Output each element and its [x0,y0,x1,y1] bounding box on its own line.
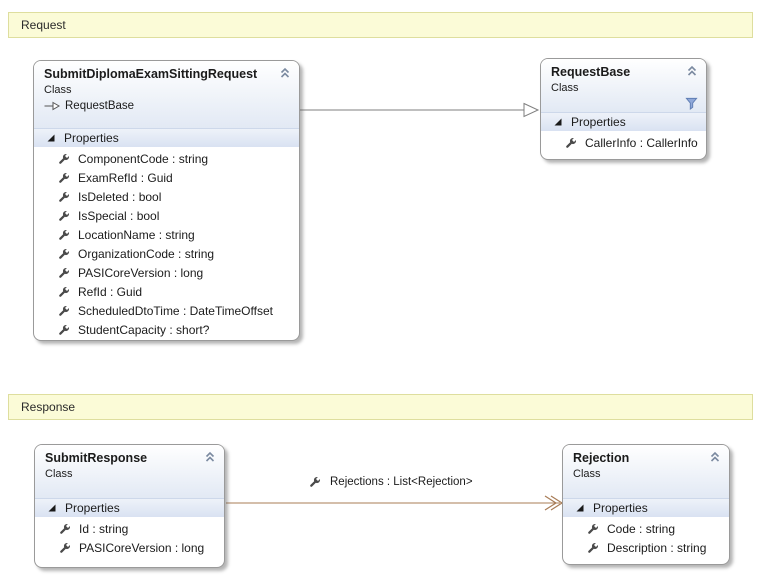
expander-triangle-icon[interactable] [47,503,57,513]
property-list: Id : string PASICoreVersion : long [35,517,224,557]
properties-section-header[interactable]: Properties [541,112,706,131]
property-label: PASICoreVersion : long [79,540,205,555]
expander-triangle-icon[interactable] [575,503,585,513]
property-row[interactable]: Id : string [35,519,224,538]
property-wrench-icon [57,322,71,337]
property-label: Id : string [79,521,129,536]
banner-label: Response [21,400,76,414]
class-header: SubmitResponse Class [35,445,224,498]
property-row[interactable]: PASICoreVersion : long [34,263,299,282]
property-label: Code : string [607,521,676,536]
property-row[interactable]: CallerInfo : CallerInfo [541,133,706,152]
property-wrench-icon [564,135,578,150]
section-label: Properties [593,501,648,515]
class-header: SubmitDiplomaExamSittingRequest Class Re… [34,61,299,128]
property-row[interactable]: Description : string [563,538,729,557]
class-box-submit-response[interactable]: SubmitResponse Class Properties Id : str… [34,444,225,568]
base-type-row[interactable]: RequestBase [44,100,289,112]
property-list: CallerInfo : CallerInfo [541,131,706,152]
property-label: ComponentCode : string [78,151,209,166]
property-list: Code : string Description : string [563,517,729,557]
section-label: Properties [64,131,119,145]
properties-section-header[interactable]: Properties [34,128,299,147]
property-wrench-icon [57,284,71,299]
class-box-submit-diploma-exam-sitting-request[interactable]: SubmitDiplomaExamSittingRequest Class Re… [33,60,300,341]
association-label-text: Rejections : List<Rejection> [330,476,473,488]
property-row[interactable]: ScheduledDtoTime : DateTimeOffset [34,301,299,320]
property-row[interactable]: OrganizationCode : string [34,244,299,263]
property-row[interactable]: PASICoreVersion : long [35,538,224,557]
class-title: SubmitResponse [45,451,148,465]
class-kind-label: Class [551,82,579,94]
filter-funnel-icon[interactable] [685,97,698,110]
class-header: Rejection Class [563,445,729,498]
property-wrench-icon [57,246,71,261]
class-title: SubmitDiplomaExamSittingRequest [44,67,258,81]
property-row[interactable]: ExamRefId : Guid [34,168,299,187]
property-row[interactable]: IsSpecial : bool [34,206,299,225]
property-list: ComponentCode : string ExamRefId : Guid … [34,147,299,339]
association-label[interactable]: Rejections : List<Rejection> [306,475,475,489]
property-label: CallerInfo : CallerInfo [585,135,698,150]
class-title: Rejection [573,451,630,465]
property-row[interactable]: LocationName : string [34,225,299,244]
property-label: ScheduledDtoTime : DateTimeOffset [78,303,273,318]
property-row[interactable]: RefId : Guid [34,282,299,301]
class-kind-label: Class [45,468,73,480]
property-row[interactable]: Code : string [563,519,729,538]
base-arrow-icon [44,101,60,111]
property-wrench-icon [57,208,71,223]
association-wrench-icon [308,475,322,489]
property-wrench-icon [586,540,600,555]
property-label: RefId : Guid [78,284,143,299]
collapse-chevron-icon[interactable] [709,451,721,463]
property-label: ExamRefId : Guid [78,170,173,185]
base-type-label: RequestBase [65,100,135,112]
class-kind-label: Class [44,84,72,96]
class-box-request-base[interactable]: RequestBase Class Properties CallerInfo … [540,58,707,160]
class-box-rejection[interactable]: Rejection Class Properties Code : string… [562,444,730,565]
expander-triangle-icon[interactable] [553,117,563,127]
request-comment-banner[interactable]: Request [8,12,753,38]
inheritance-connector [300,102,540,118]
property-label: StudentCapacity : short? [78,322,210,337]
expander-triangle-icon[interactable] [46,133,56,143]
property-wrench-icon [58,540,72,555]
property-label: IsSpecial : bool [78,208,160,223]
property-label: OrganizationCode : string [78,246,215,261]
collapse-chevron-icon[interactable] [279,67,291,79]
properties-section-header[interactable]: Properties [563,498,729,517]
property-wrench-icon [58,521,72,536]
property-label: LocationName : string [78,227,195,242]
property-wrench-icon [57,170,71,185]
property-wrench-icon [57,151,71,166]
property-wrench-icon [57,227,71,242]
property-row[interactable]: IsDeleted : bool [34,187,299,206]
association-connector [226,495,564,511]
collapse-chevron-icon[interactable] [204,451,216,463]
property-wrench-icon [57,189,71,204]
properties-section-header[interactable]: Properties [35,498,224,517]
class-header: RequestBase Class [541,59,706,112]
section-label: Properties [65,501,120,515]
property-wrench-icon [57,303,71,318]
property-label: IsDeleted : bool [78,189,162,204]
class-title: RequestBase [551,65,631,79]
property-label: PASICoreVersion : long [78,265,204,280]
property-row[interactable]: ComponentCode : string [34,149,299,168]
property-row[interactable]: StudentCapacity : short? [34,320,299,339]
property-wrench-icon [57,265,71,280]
banner-label: Request [21,18,66,32]
class-kind-label: Class [573,468,601,480]
property-wrench-icon [586,521,600,536]
section-label: Properties [571,115,626,129]
property-label: Description : string [607,540,707,555]
response-comment-banner[interactable]: Response [8,394,753,420]
collapse-chevron-icon[interactable] [686,65,698,77]
